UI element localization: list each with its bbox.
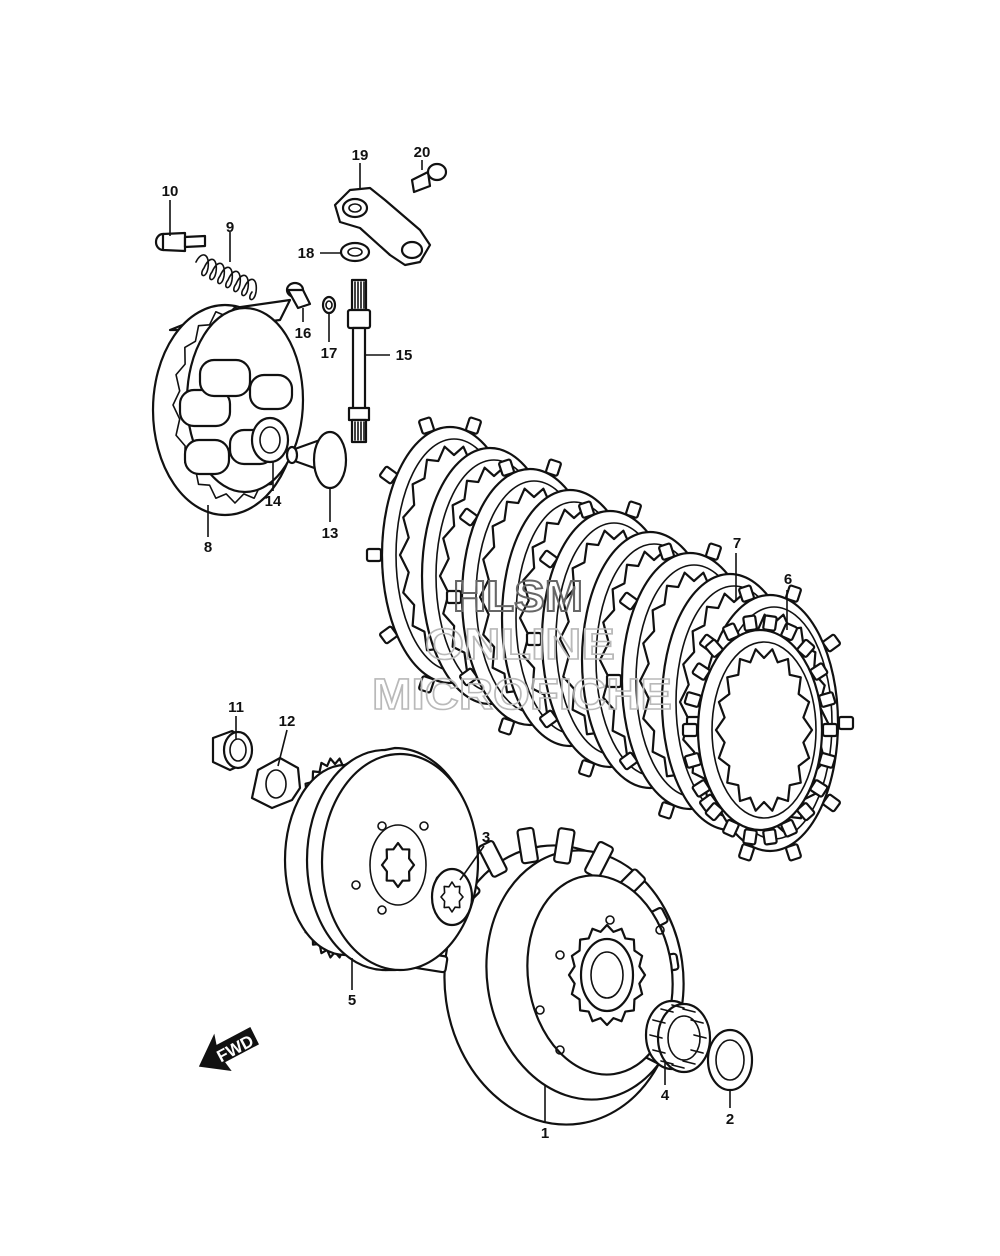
- needle-roller: [660, 1060, 674, 1065]
- washer-17-part: [321, 295, 337, 315]
- callout-6: 6: [784, 571, 792, 588]
- callout-3: 3: [482, 829, 490, 846]
- watermark-line-2: ONLINE: [425, 620, 615, 669]
- needle-roller: [660, 1008, 674, 1013]
- pressure-plate-part: [151, 298, 305, 517]
- housing-finger: [516, 826, 539, 865]
- plate-teeth: [714, 648, 814, 812]
- housing-finger: [553, 827, 576, 865]
- needle-bearing-part: [644, 999, 712, 1074]
- callout-1: 1: [541, 1125, 549, 1142]
- callout-8: 8: [204, 539, 212, 556]
- plate-face: [711, 641, 817, 819]
- thrust-washer-part: [706, 1028, 754, 1092]
- callout-5: 5: [348, 992, 356, 1009]
- plate-tab: [762, 614, 778, 632]
- hub-spline: [380, 841, 416, 889]
- arm-bolt-part: [410, 162, 448, 194]
- plate-tab: [762, 828, 778, 846]
- clutch-spring-part: [195, 254, 258, 301]
- bolt-16-part: [285, 281, 312, 310]
- callout-20: 20: [414, 144, 431, 161]
- fwd-direction-badge: FWD: [198, 1026, 259, 1071]
- callout-numbers: 1 2 3 4 5 6 7 8 9 10 11 12 13 14 15 16 1…: [162, 144, 793, 1142]
- needle-roller: [682, 1008, 696, 1013]
- nut-part: [211, 729, 254, 772]
- callout-9: 9: [226, 219, 234, 236]
- callout-4: 4: [661, 1087, 670, 1104]
- release-shaft-part: [346, 278, 372, 444]
- needle-roller: [682, 1060, 696, 1065]
- bolt-10-part: [154, 231, 207, 253]
- release-arm-part: [333, 186, 432, 267]
- leader-lines: [169, 160, 788, 1122]
- needle-roller: [671, 1064, 685, 1069]
- needle-roller: [649, 1034, 663, 1039]
- plate-tab: [365, 547, 383, 563]
- callout-19: 19: [352, 147, 369, 164]
- callout-18: 18: [298, 245, 315, 262]
- needle-roller: [671, 1004, 685, 1009]
- housing-finger: [477, 840, 508, 878]
- clutch-housing-part: [410, 826, 685, 1126]
- callout-7: 7: [733, 535, 741, 552]
- callout-2: 2: [726, 1111, 734, 1128]
- callout-13: 13: [322, 525, 339, 542]
- plate-tab: [742, 614, 758, 632]
- spring-coil: [195, 254, 258, 301]
- callout-17: 17: [321, 345, 338, 362]
- needle-roller: [652, 1019, 666, 1024]
- lock-washer-part: [430, 867, 474, 927]
- clutch-sleeve-hub-part: [283, 746, 480, 972]
- drive-plate-ring: [681, 614, 839, 846]
- callout-12: 12: [279, 713, 296, 730]
- oil-seal-part: [339, 241, 371, 263]
- washer-part: [250, 756, 302, 810]
- callout-16: 16: [295, 325, 312, 342]
- needle-roller: [652, 1049, 666, 1054]
- callout-15: 15: [396, 347, 413, 364]
- push-piece-part: [285, 430, 348, 490]
- plate-tab: [821, 722, 839, 738]
- callout-11: 11: [228, 699, 244, 716]
- watermark-line-3: MICROFICHE: [372, 670, 672, 719]
- callout-14: 14: [265, 493, 282, 510]
- callout-10: 10: [162, 183, 179, 200]
- clutch-plate-stack: [365, 416, 855, 862]
- plate-tab: [742, 828, 758, 846]
- watermark: HLSM ONLINE MICROFICHE: [371, 571, 673, 720]
- plate-tab: [837, 715, 855, 731]
- plate-tab: [681, 722, 699, 738]
- lock-washer-inner: [440, 881, 464, 913]
- watermark-line-1: HLSM: [453, 572, 583, 621]
